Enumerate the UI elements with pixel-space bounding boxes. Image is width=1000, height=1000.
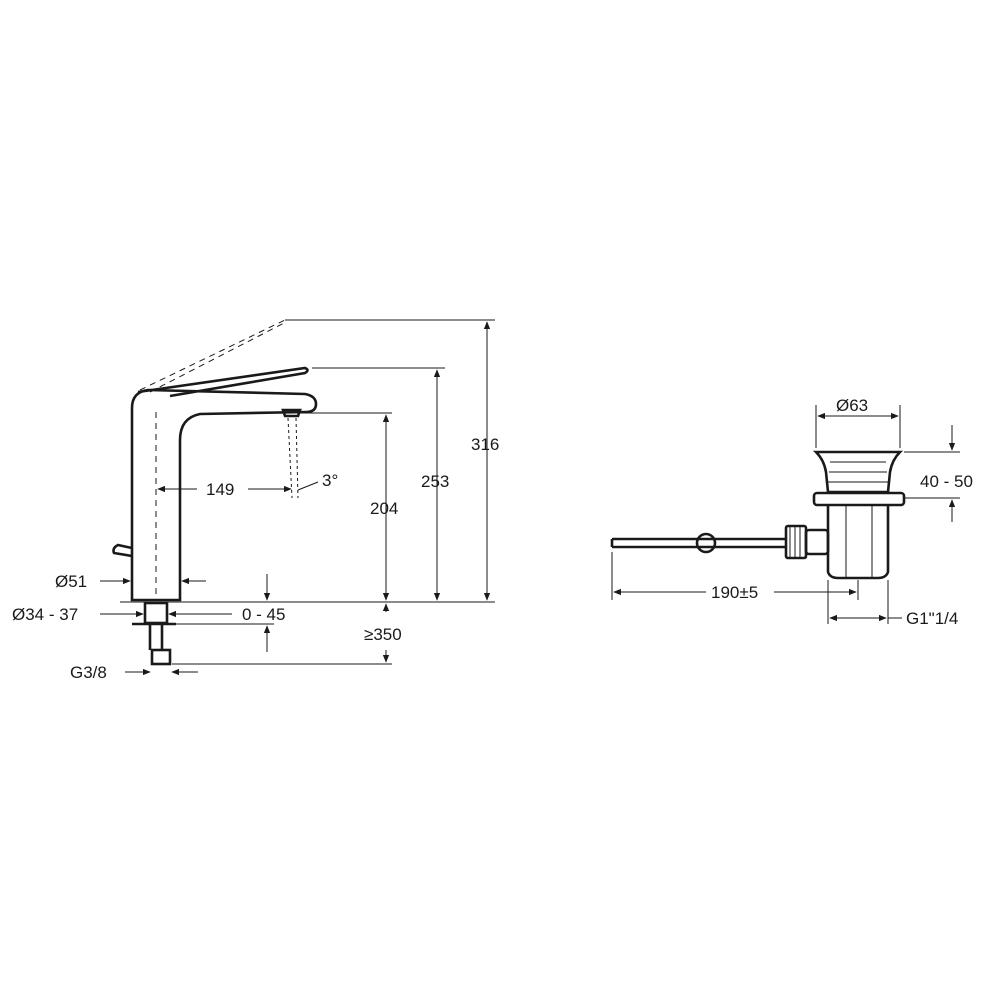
dim-top-diameter: Ø63 <box>836 396 868 415</box>
faucet-lever-raised <box>139 319 287 393</box>
dim-hose-length: ≥350 <box>364 625 402 644</box>
dim-rod-length: 190±5 <box>711 583 758 602</box>
dim-spout-height: 204 <box>370 499 398 518</box>
dim-angle: 3° <box>322 471 338 490</box>
waste-flange <box>812 491 906 507</box>
dim-deck-thickness: 0 - 45 <box>242 605 285 624</box>
faucet-lever <box>137 366 309 398</box>
waste-side-connector <box>804 528 830 556</box>
waste-body <box>826 505 890 580</box>
waste-drawing: Ø63 40 - 50 190±5 G1"1/4 <box>610 396 973 628</box>
dim-hole-diameter: Ø34 - 37 <box>12 605 78 624</box>
dim-connection: G3/8 <box>70 663 107 682</box>
dim-total-height: 316 <box>471 435 499 454</box>
faucet-shank <box>143 601 169 625</box>
dim-reach: 149 <box>206 480 234 499</box>
dim-range: 40 - 50 <box>920 472 973 491</box>
dim-thread: G1"1/4 <box>906 609 958 628</box>
faucet-aerator <box>281 408 302 418</box>
faucet-drawing: 316 253 204 149 3° Ø51 Ø34 - 37 0 - 45 ≥… <box>12 319 499 682</box>
faucet-connector <box>150 648 172 666</box>
faucet-side-knob <box>112 543 133 558</box>
dim-lever-height: 253 <box>421 472 449 491</box>
dim-body-diameter: Ø51 <box>55 572 87 591</box>
waste-rod-knob <box>695 532 717 554</box>
